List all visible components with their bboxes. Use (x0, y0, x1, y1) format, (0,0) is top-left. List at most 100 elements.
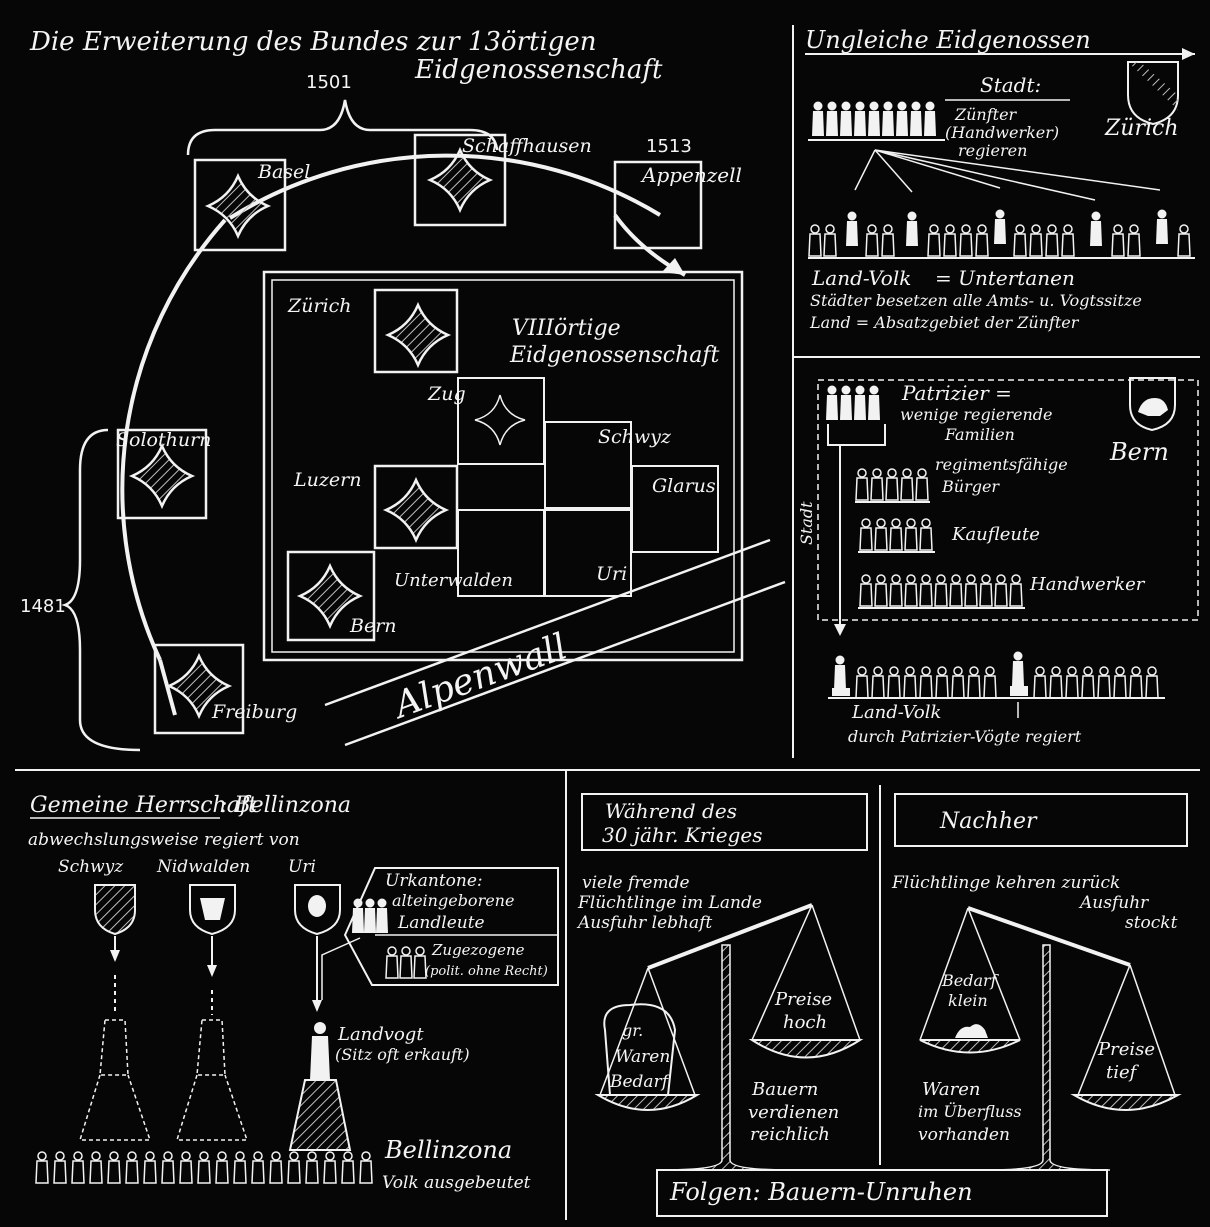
svg-text:regimentsfähige: regimentsfähige (935, 455, 1068, 474)
folgen-label: Folgen: Bauern-Unruhen (669, 1178, 973, 1206)
nidwalden-shield (189, 884, 236, 936)
svg-text:Basel: Basel (257, 161, 310, 183)
during-war-box (581, 793, 868, 851)
canton-basel: Basel (193, 158, 310, 252)
svg-text:Land = Absatzgebiet der Zünfte: Land = Absatzgebiet der Zünfter (809, 313, 1080, 332)
svg-text:tief: tief (1106, 1062, 1140, 1083)
svg-text:Nidwalden: Nidwalden (156, 857, 250, 877)
svg-text:regieren: regieren (958, 141, 1027, 160)
folgen-box (656, 1169, 1108, 1217)
svg-text:Landleute: Landleute (397, 913, 485, 933)
expansion-panel: Die Erweiterung des Bundes zur 13örtigen… (20, 27, 786, 752)
svg-text:Preise: Preise (774, 989, 832, 1010)
bellinzona-volk-row (35, 1151, 373, 1184)
svg-text:30 jähr. Krieges: 30 jähr. Krieges (602, 823, 763, 847)
panel-dividers (15, 25, 1200, 1220)
canton-zug: Zug (427, 377, 545, 465)
uri-shield (294, 884, 341, 936)
svg-text:Appenzell: Appenzell (640, 163, 742, 187)
canton-schaffhausen: Schaffhausen (413, 133, 592, 227)
svg-text:Zugezogene: Zugezogene (431, 941, 525, 959)
canton-appenzell: Appenzell (613, 160, 742, 250)
svg-text:Flüchtlinge im Lande: Flüchtlinge im Lande (577, 893, 762, 913)
svg-text:(Handwerker): (Handwerker) (945, 123, 1059, 142)
svg-text:gr.: gr. (622, 1021, 643, 1040)
canton-bern: Bern (286, 550, 397, 642)
svg-text:vorhanden: vorhanden (918, 1125, 1010, 1145)
svg-text:Uri: Uri (288, 857, 316, 877)
zurich-panel: Ungleiche Eidgenossen Zürich Stadt: Zünf… (805, 26, 1195, 332)
canton-zurich: Zürich (287, 288, 459, 374)
canton-glarus: Glarus (631, 465, 719, 553)
svg-text:abwechslungsweise regiert von: abwechslungsweise regiert von (28, 830, 300, 850)
alpenwall-line-bottom (344, 580, 786, 747)
urkantone-box (343, 867, 559, 986)
svg-text:Schwyz: Schwyz (58, 857, 124, 877)
war-panel: Während des 30 jähr. Krieges Nachher vie… (576, 793, 1188, 1217)
svg-text:Familien: Familien (944, 425, 1015, 444)
after-war-box (894, 793, 1188, 847)
svg-text:Flüchtlinge kehren zurück: Flüchtlinge kehren zurück (891, 873, 1120, 893)
zurich-city: Zürich (1104, 116, 1179, 141)
svg-text:Bedarf: Bedarf (609, 1072, 671, 1092)
svg-text:Solothurn: Solothurn (116, 429, 211, 451)
brace-1481 (61, 428, 141, 752)
svg-text:Bauern: Bauern (751, 1079, 818, 1100)
schwyz-shield (94, 884, 136, 936)
svg-text:Landvogt: Landvogt (337, 1024, 424, 1045)
svg-text:Zürich: Zürich (287, 295, 351, 317)
zurich-panel-title: Ungleiche Eidgenossen (805, 26, 1091, 54)
svg-text:Waren: Waren (922, 1079, 981, 1100)
bellinzona-title: Gemeine Herrschaft (30, 793, 257, 818)
canton-uri: Uri (544, 509, 632, 597)
svg-text:Nachher: Nachher (939, 809, 1038, 834)
svg-text:= Untertanen: = Untertanen (935, 266, 1075, 290)
core-frame-inner (271, 279, 735, 653)
bern-stadt-box (817, 379, 1199, 621)
svg-text:(polit. ohne Recht): (polit. ohne Recht) (425, 964, 548, 979)
svg-text:Glarus: Glarus (652, 475, 716, 497)
zurich-stadt: Stadt: (980, 73, 1041, 97)
svg-text:Zünfter: Zünfter (954, 105, 1018, 124)
svg-text:Kaufleute: Kaufleute (951, 524, 1040, 545)
year-1513: 1513 (646, 136, 692, 157)
svg-text:hoch: hoch (783, 1012, 827, 1033)
core-frame-outer (262, 270, 744, 662)
expansion-title-line2: Eidgenossenschaft (414, 55, 663, 85)
svg-text:Bern: Bern (349, 615, 397, 637)
svg-text:: Bellinzona: : Bellinzona (220, 793, 351, 818)
svg-text:verdienen: verdienen (748, 1102, 839, 1123)
svg-text:Während des: Während des (605, 799, 737, 823)
canton-freiburg: Freiburg (153, 643, 297, 735)
core-label-line2: Eidgenossenschaft (509, 343, 720, 368)
canton-luzern: Luzern (293, 464, 459, 550)
svg-text:wenige regierende: wenige regierende (900, 405, 1052, 424)
federation-arc-top (228, 153, 662, 220)
svg-text:Unterwalden: Unterwalden (394, 570, 513, 591)
svg-text:Schaffhausen: Schaffhausen (462, 135, 592, 157)
svg-text:(Sitz oft erkauft): (Sitz oft erkauft) (335, 1045, 470, 1064)
svg-text:Patrizier =: Patrizier = (901, 381, 1012, 405)
svg-text:klein: klein (948, 991, 988, 1010)
svg-text:im Überfluss: im Überfluss (918, 1101, 1022, 1121)
svg-text:Land-Volk: Land-Volk (851, 702, 941, 723)
svg-text:Bürger: Bürger (941, 477, 1000, 496)
bern-crest (1129, 377, 1176, 432)
svg-text:Uri: Uri (596, 563, 627, 585)
svg-text:Freiburg: Freiburg (211, 701, 297, 723)
svg-text:Preise: Preise (1097, 1039, 1155, 1060)
svg-text:viele fremde: viele fremde (582, 873, 690, 893)
core-label-line1: VIIIörtige (512, 316, 621, 341)
svg-text:Schwyz: Schwyz (598, 426, 672, 448)
year-1481: 1481 (20, 596, 66, 617)
svg-text:Luzern: Luzern (293, 469, 361, 491)
svg-text:Ausfuhr: Ausfuhr (1078, 893, 1149, 913)
svg-text:Handwerker: Handwerker (1029, 574, 1146, 595)
svg-text:Urkantone:: Urkantone: (385, 871, 483, 891)
svg-text:Stadt: Stadt (797, 501, 816, 545)
svg-text:Volk ausgebeutet: Volk ausgebeutet (382, 1173, 531, 1193)
svg-text:Ausfuhr lebhaft: Ausfuhr lebhaft (576, 913, 712, 933)
svg-text:reichlich: reichlich (750, 1124, 830, 1145)
